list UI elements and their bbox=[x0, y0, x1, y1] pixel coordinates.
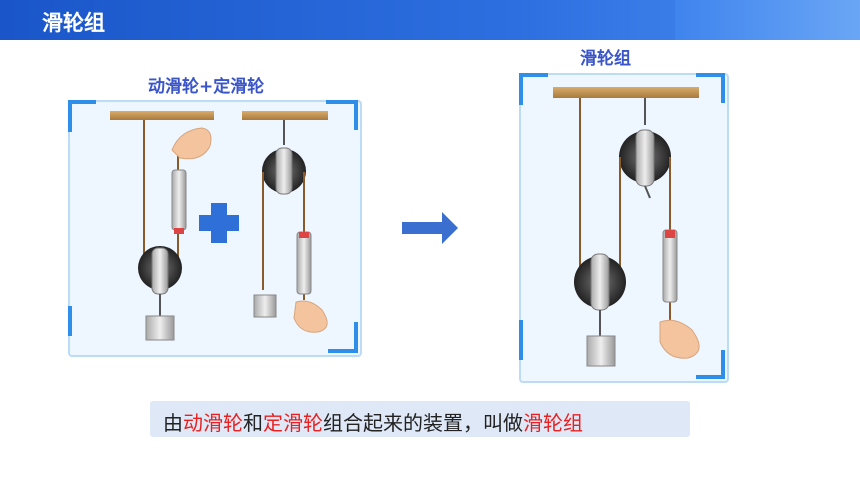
beam-left bbox=[110, 111, 214, 120]
fixed-pulley-group bbox=[242, 111, 328, 333]
caption-text: 由动滑轮和定滑轮组合起来的装置，叫做滑轮组 bbox=[163, 407, 583, 436]
hand-2 bbox=[293, 300, 328, 333]
caption-highlight-pulley-block: 滑轮组 bbox=[523, 411, 583, 435]
caption-highlight-moving-pulley: 动滑轮 bbox=[183, 411, 243, 435]
plus-icon bbox=[199, 203, 239, 243]
hand-1 bbox=[171, 127, 212, 160]
arrow-right-icon bbox=[402, 212, 458, 244]
right-panel bbox=[519, 73, 729, 383]
moving-pulley-group bbox=[110, 111, 214, 341]
caption-highlight-fixed-pulley: 定滑轮 bbox=[263, 411, 323, 435]
left-panel-title: 动滑轮+定滑轮 bbox=[148, 77, 265, 97]
header-tab bbox=[675, 0, 860, 40]
weight-2 bbox=[253, 294, 277, 318]
hand-3 bbox=[659, 319, 700, 359]
caption-part-3: 组合起来的装置，叫做 bbox=[323, 411, 523, 435]
caption-box bbox=[150, 401, 690, 437]
spring-scale-3 bbox=[662, 229, 678, 303]
caption-part-1: 由 bbox=[163, 411, 183, 435]
page-title: 滑轮组 bbox=[42, 11, 105, 35]
weight-3 bbox=[586, 335, 616, 367]
spring-scale-2 bbox=[296, 231, 312, 295]
spring-scale-1 bbox=[171, 169, 187, 231]
beam-top bbox=[553, 87, 699, 98]
beam-right bbox=[242, 111, 328, 120]
pulley-block-group bbox=[553, 87, 700, 367]
weight-1 bbox=[145, 315, 175, 341]
right-panel-accents bbox=[519, 73, 725, 379]
left-panel-accents bbox=[68, 100, 358, 353]
right-panel-title: 滑轮组 bbox=[580, 49, 631, 69]
caption-part-2: 和 bbox=[243, 411, 263, 435]
